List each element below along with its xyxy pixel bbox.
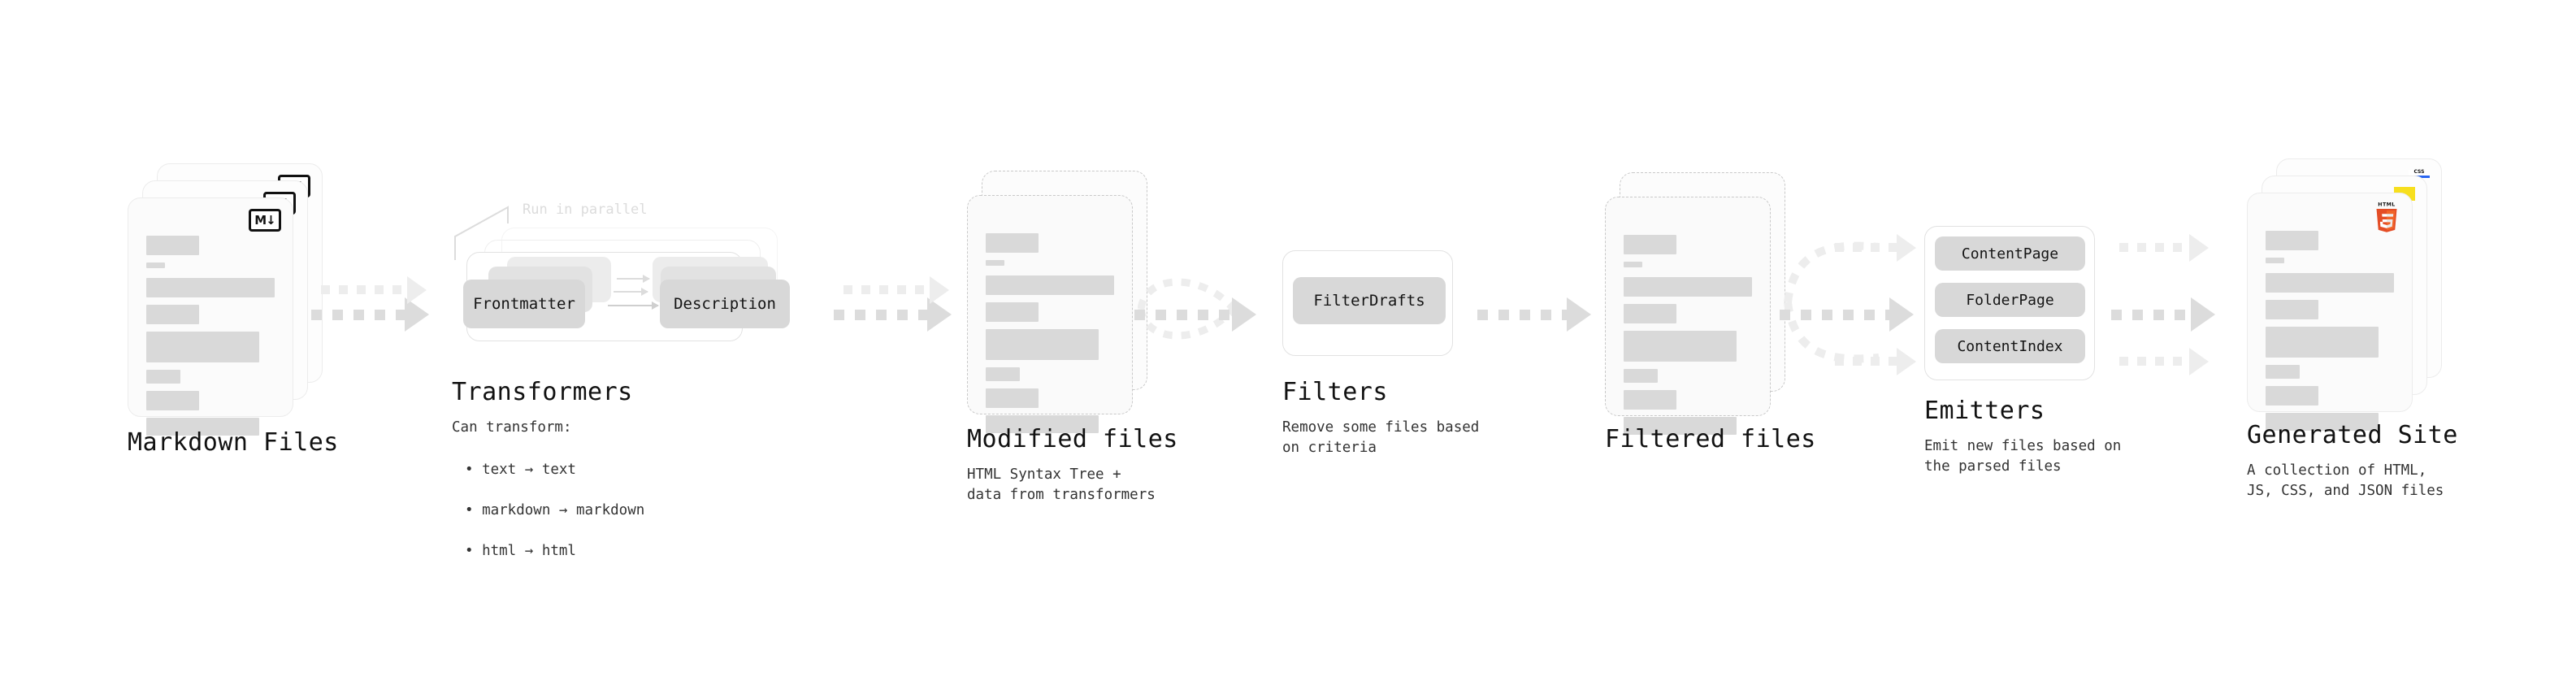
- modified-files-title: Modified files: [967, 425, 1178, 453]
- flow-arrow-emitters-to-site: [2111, 297, 2215, 332]
- flow-arrow-contentpage-to-site: [2119, 234, 2209, 262]
- flow-arrow-contentindex-to-site: [2119, 348, 2209, 375]
- flow-arrow-filtered-to-emitters-fan: [1784, 241, 1880, 363]
- bullet-dot: •: [465, 502, 483, 518]
- bullet-dot: •: [465, 543, 483, 559]
- generated-site-card-html: HTML: [2247, 193, 2413, 431]
- markdown-files-title: Markdown Files: [128, 428, 339, 457]
- bullet-text-to-text: • text → text: [465, 462, 576, 478]
- bullet-dot: •: [465, 462, 483, 478]
- document-placeholder-lines: [1624, 235, 1752, 442]
- bullet-html-to-html: • html → html: [465, 543, 576, 559]
- emitters-title: Emitters: [1924, 397, 2045, 425]
- transformer-description[interactable]: Description: [660, 280, 790, 328]
- flow-arrow-modified-to-filters-curve: [1138, 278, 1237, 340]
- document-placeholder-lines: [2266, 231, 2394, 438]
- transform-arrow-ghost-2: [614, 288, 648, 296]
- transformers-bullet-list: • text → text • markdown → markdown • ht…: [465, 440, 644, 562]
- markdown-icon: M↓: [249, 209, 281, 232]
- emitter-contentpage[interactable]: ContentPage: [1935, 236, 2085, 271]
- flow-arrow-modified-to-filters: [1134, 297, 1256, 332]
- modified-files-desc: HTML Syntax Tree + data from transformer…: [967, 466, 1156, 503]
- flow-arrow-to-contentindex: [1835, 348, 1916, 375]
- html5-icon: HTML: [2373, 201, 2400, 236]
- document-placeholder-lines: [146, 236, 275, 443]
- markdown-file-card-front: M↓: [128, 197, 293, 436]
- flow-arrow-markdown-to-transformers-ghost: [321, 276, 427, 304]
- emitters-desc: Emit new files based on the parsed files: [1924, 438, 2122, 475]
- run-in-parallel-label: Run in parallel: [523, 202, 648, 218]
- flow-arrow-filtered-to-emitters: [1780, 297, 1914, 332]
- filters-desc: Remove some files based on criteria: [1282, 419, 1480, 456]
- flow-arrow-to-contentpage: [1835, 234, 1916, 262]
- bullet-markdown-to-markdown: • markdown → markdown: [465, 502, 645, 518]
- filtered-files-title: Filtered files: [1605, 425, 1816, 453]
- run-in-parallel-bracket: [454, 206, 509, 260]
- generated-site-title: Generated Site: [2247, 421, 2458, 449]
- generated-site-desc: A collection of HTML, JS, CSS, and JSON …: [2247, 462, 2444, 499]
- document-placeholder-lines: [986, 233, 1114, 440]
- transform-arrow: [608, 301, 659, 310]
- transform-arrow-ghost-1: [617, 275, 650, 283]
- filters-title: Filters: [1282, 378, 1388, 406]
- emitter-contentindex[interactable]: ContentIndex: [1935, 329, 2085, 363]
- flow-arrow-transformers-to-modified-ghost: [843, 276, 949, 304]
- flow-arrow-filters-to-filtered: [1477, 297, 1591, 332]
- modified-file-card-front: [967, 195, 1133, 433]
- transformer-frontmatter[interactable]: Frontmatter: [463, 280, 585, 328]
- transformers-title: Transformers: [452, 378, 633, 406]
- filter-filterdrafts[interactable]: FilterDrafts: [1293, 277, 1446, 324]
- transformers-desc: Can transform:: [452, 419, 572, 436]
- emitter-folderpage[interactable]: FolderPage: [1935, 283, 2085, 317]
- svg-text:HTML: HTML: [2378, 202, 2395, 208]
- filtered-file-card-front: [1605, 197, 1771, 435]
